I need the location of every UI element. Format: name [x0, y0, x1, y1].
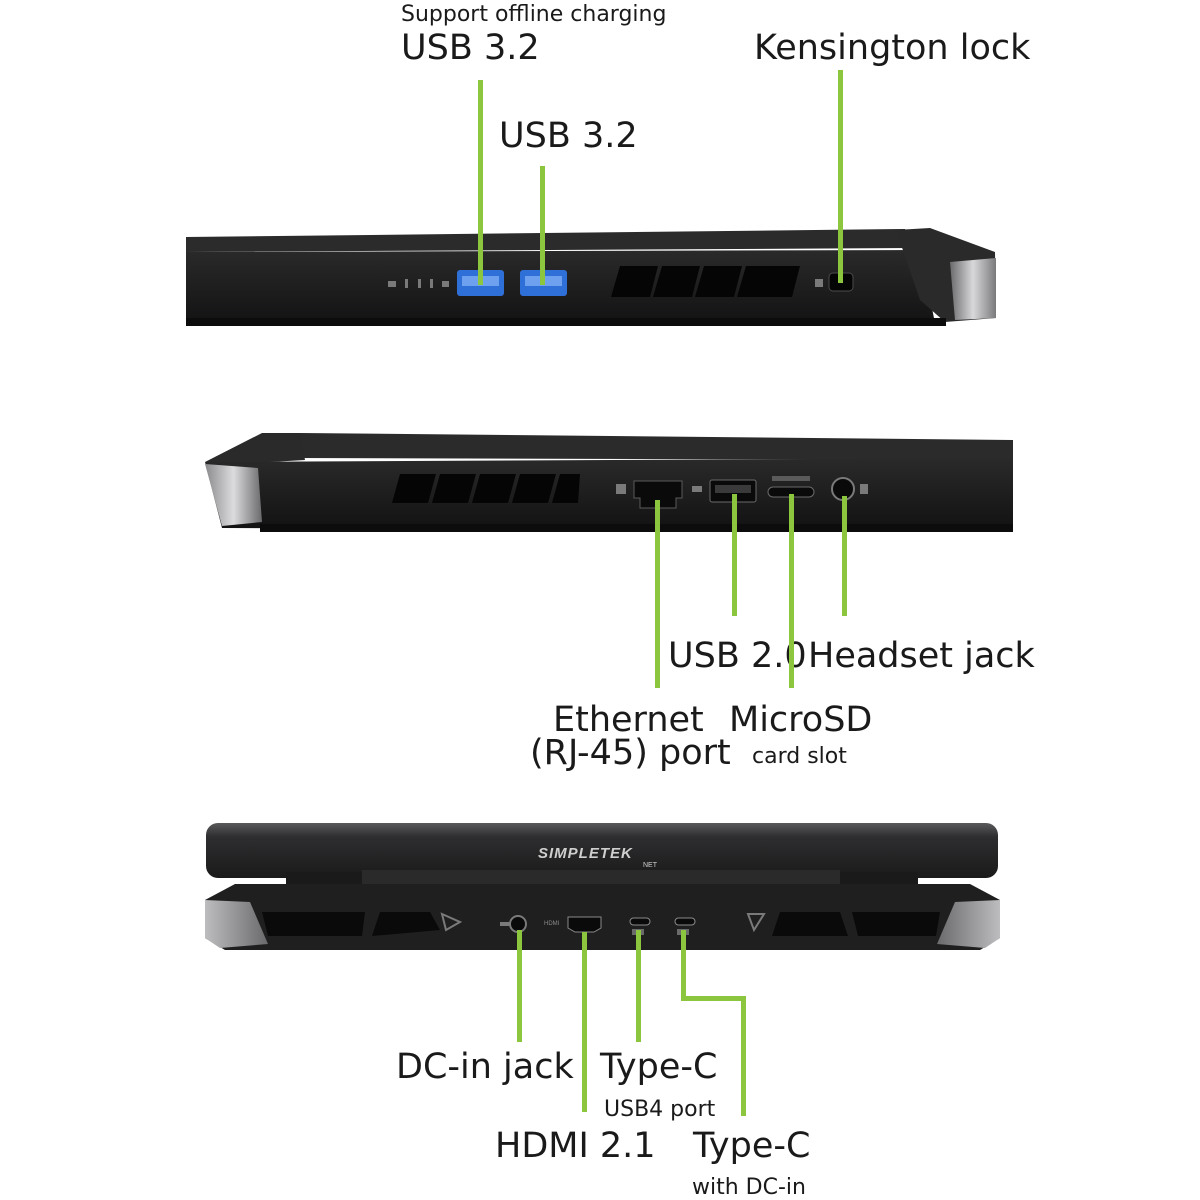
- dc-in-jack-label: DC-in jack: [396, 1047, 574, 1087]
- vent-grille-icon: [611, 266, 800, 297]
- laptop-right-side-image: [205, 433, 1013, 532]
- microsd-note: card slot: [752, 744, 847, 769]
- headset-jack-label: Headset jack: [808, 636, 1035, 676]
- ethernet-port-icon: [633, 480, 683, 509]
- callout-line-type-c-usb4: [636, 930, 641, 1042]
- callout-line-usb32-b: [540, 166, 545, 285]
- usb4-port-note: USB4 port: [604, 1097, 716, 1122]
- ethernet-label-line1: Ethernet: [553, 700, 704, 740]
- callout-line-ethernet: [655, 500, 660, 688]
- watermark-logo-sub: NET: [643, 862, 657, 869]
- usb32-label-b: USB 3.2: [499, 116, 638, 156]
- ethernet-label-line2: (RJ-45) port: [530, 733, 731, 773]
- microsd-label: MicroSD: [729, 700, 873, 740]
- callout-line-type-c-dc-in-v2: [741, 996, 746, 1116]
- type-c-usb4-label: Type-C: [600, 1047, 718, 1087]
- callout-line-microsd: [789, 494, 794, 688]
- hdmi-label: HDMI 2.1: [495, 1126, 656, 1166]
- callout-line-kensington: [838, 70, 843, 283]
- watermark-logo: SIMPLETEK: [538, 845, 633, 862]
- callout-line-hdmi: [582, 932, 587, 1112]
- usb32-charging-note: Support offline charging: [401, 2, 667, 27]
- usb32-label-a: USB 3.2: [401, 28, 540, 68]
- callout-line-dc-in: [517, 930, 522, 1042]
- callout-line-type-c-dc-in-h: [681, 996, 746, 1001]
- kensington-lock-label: Kensington lock: [754, 28, 1031, 68]
- callout-line-usb32-a: [478, 80, 483, 285]
- laptop-rear-image: [205, 823, 1000, 950]
- dc-in-note: with DC-in: [692, 1175, 806, 1200]
- usb20-label: USB 2.0: [668, 636, 807, 676]
- callout-line-usb20: [732, 494, 737, 616]
- hdmi-port-print: HDMI: [544, 921, 560, 927]
- laptop-left-side-image: [186, 228, 996, 326]
- callout-line-headset: [842, 496, 847, 616]
- type-c-dc-in-label: Type-C: [693, 1126, 811, 1166]
- callout-line-type-c-dc-in-v1: [681, 930, 686, 1000]
